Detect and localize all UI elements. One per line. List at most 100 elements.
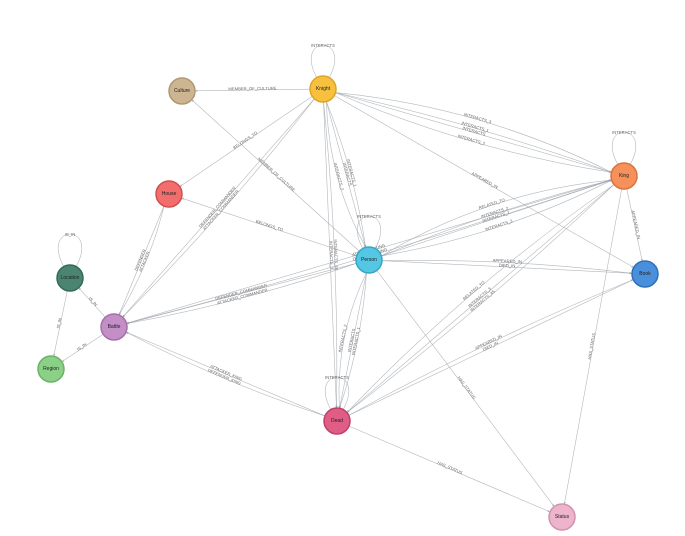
- node-location[interactable]: Location: [56, 264, 84, 292]
- edge-knight-battle[interactable]: [122, 98, 315, 318]
- node-region[interactable]: Region: [37, 355, 65, 383]
- edge-person-status[interactable]: [376, 270, 555, 507]
- node-king[interactable]: King: [610, 162, 638, 190]
- edge-label: IS_IN: [65, 232, 75, 237]
- edge-king-king[interactable]: [611, 131, 637, 166]
- edge-label: HAS_STATUS: [457, 375, 477, 400]
- edge-person-culture[interactable]: [191, 99, 360, 252]
- edge-king-dead[interactable]: [346, 184, 615, 413]
- edge-knight-battle[interactable]: [122, 98, 315, 318]
- edge-knight-king[interactable]: [335, 92, 612, 174]
- edge-person-king[interactable]: [381, 179, 612, 257]
- edge-person-king[interactable]: [381, 179, 612, 257]
- edge-label: DIED_IN: [482, 340, 499, 352]
- edge-king-dead[interactable]: [346, 184, 615, 413]
- edge-label: DEFENDER_COMMANDER: [198, 185, 237, 228]
- node-circle-person[interactable]: [355, 246, 383, 274]
- edge-dead-book[interactable]: [348, 279, 634, 416]
- edge-label: BELONGS_TO: [255, 219, 284, 233]
- node-book[interactable]: Book: [631, 260, 659, 288]
- edge-label: APPEARED_IN: [630, 210, 641, 240]
- edge-dead-battle[interactable]: [125, 331, 326, 417]
- edge-location-location[interactable]: [57, 233, 83, 268]
- edge-label: APPEARED_IN: [471, 171, 499, 190]
- node-house[interactable]: House: [155, 180, 183, 208]
- edge-person-dead[interactable]: [339, 272, 367, 409]
- edge-knight-king[interactable]: [335, 92, 612, 173]
- edge-location-region[interactable]: [52, 290, 68, 357]
- edge-knight-book[interactable]: [334, 95, 634, 268]
- edge-knight-person[interactable]: [326, 101, 367, 248]
- node-circle-house[interactable]: [155, 180, 183, 208]
- node-circle-book[interactable]: [631, 260, 659, 288]
- edge-label: INTERACTS: [612, 130, 636, 135]
- edge-person-book[interactable]: [381, 260, 633, 275]
- edge-house-battle[interactable]: [118, 205, 165, 316]
- edge-dead-book[interactable]: [348, 279, 634, 416]
- edge-king-dead[interactable]: [346, 184, 615, 413]
- node-knight[interactable]: Knight: [309, 75, 337, 103]
- edge-person-person[interactable]: [356, 215, 382, 250]
- node-person[interactable]: Person: [355, 246, 383, 274]
- edge-label: INTERACTS: [311, 43, 335, 48]
- edge-knight-dead[interactable]: [323, 101, 338, 409]
- edge-label: MEMBER_OF_CULTURE: [228, 86, 277, 92]
- edge-label: APPEARED_IN: [493, 258, 523, 264]
- node-circle-location[interactable]: [56, 264, 84, 292]
- node-circle-region[interactable]: [37, 355, 65, 383]
- node-circle-knight[interactable]: [309, 75, 337, 103]
- edge-dead-battle[interactable]: [125, 331, 326, 417]
- edge-king-book[interactable]: [626, 188, 643, 262]
- edge-label: ATTACKER_COMMANDER: [202, 189, 240, 231]
- node-dead[interactable]: Dead: [323, 407, 351, 435]
- edge-house-battle[interactable]: [118, 205, 165, 316]
- edge-knight-knight[interactable]: [310, 44, 336, 79]
- edge-person-house[interactable]: [181, 197, 357, 257]
- edge-person-dead[interactable]: [338, 272, 367, 409]
- edge-person-dead[interactable]: [338, 272, 367, 409]
- edge-knight-culture[interactable]: [194, 88, 311, 92]
- edge-label: IS_IN: [88, 296, 99, 307]
- edge-knight-person[interactable]: [326, 101, 366, 248]
- node-circle-king[interactable]: [610, 162, 638, 190]
- edge-knight-person[interactable]: [326, 101, 367, 248]
- edge-person-battle[interactable]: [126, 263, 357, 325]
- edge-person-battle[interactable]: [126, 263, 357, 325]
- node-circle-battle[interactable]: [100, 313, 128, 341]
- node-circle-culture[interactable]: [168, 77, 196, 105]
- edge-label: MEMBER_OF_CULTURE: [257, 156, 296, 192]
- node-culture[interactable]: Culture: [168, 77, 196, 105]
- edge-label: DIED_IN: [499, 263, 516, 269]
- edge-king-status[interactable]: [563, 188, 622, 505]
- edge-label: HAS_STATUS: [437, 460, 464, 475]
- node-circle-dead[interactable]: [323, 407, 351, 435]
- edge-label: HAS_STATUS: [587, 332, 597, 360]
- edges-layer: MEMBER_OF_CULTURE MEMBER_OF_CULTURE BELONG…: [52, 43, 643, 513]
- node-circle-status[interactable]: [548, 503, 576, 531]
- edge-battle-region[interactable]: [61, 333, 104, 363]
- edge-label: INTERACTS: [357, 214, 381, 219]
- edge-knight-dead[interactable]: [323, 101, 338, 409]
- edge-label: INTERACTS: [462, 125, 486, 136]
- edge-label: INTERACTS: [342, 162, 353, 186]
- edge-knight-house[interactable]: [179, 96, 313, 187]
- edge-dead-status[interactable]: [348, 425, 551, 513]
- edge-person-book[interactable]: [381, 259, 633, 275]
- edge-dead-dead[interactable]: [324, 376, 350, 411]
- edge-label: IS_IN: [76, 342, 87, 352]
- edge-label: INTERACTS_2: [337, 323, 348, 352]
- edge-knight-king[interactable]: [335, 92, 612, 173]
- edge-label: INTERACTS_45: [333, 239, 339, 271]
- node-status[interactable]: Status: [548, 503, 576, 531]
- edge-knight-king[interactable]: [335, 92, 612, 173]
- edge-label: INTERACTS: [325, 375, 349, 380]
- node-battle[interactable]: Battle: [100, 313, 128, 341]
- edge-battle-location[interactable]: [78, 287, 106, 318]
- edge-person-king[interactable]: [381, 179, 612, 257]
- edge-label: INTERACTS_3: [328, 241, 334, 270]
- edge-label: INTERACTS: [347, 328, 357, 352]
- edge-person-king[interactable]: [381, 179, 612, 257]
- edge-label: INTERACTS_1: [351, 326, 362, 355]
- edge-label: IS_IN: [56, 318, 63, 329]
